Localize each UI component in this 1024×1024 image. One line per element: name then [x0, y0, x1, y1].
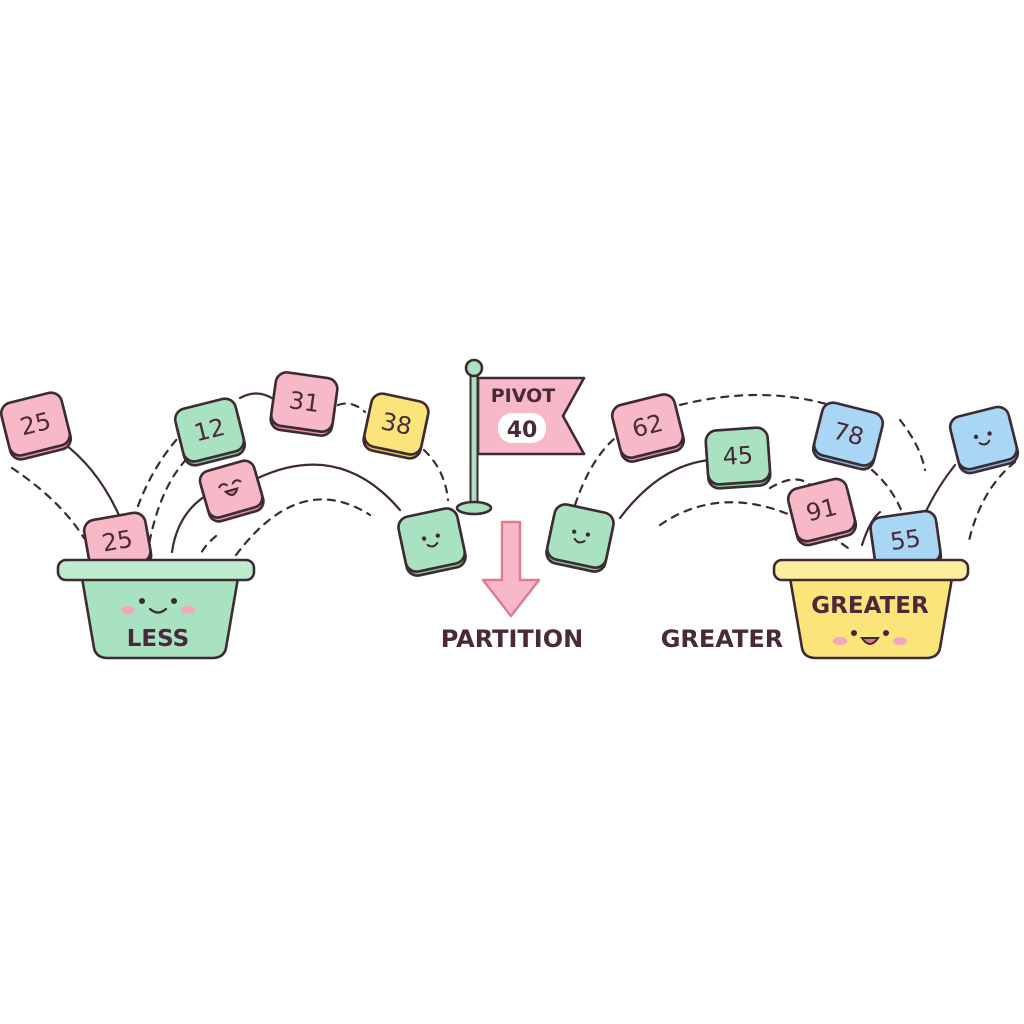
arc-9 [234, 498, 372, 557]
pivot-label: PIVOT [491, 385, 556, 407]
tile-45: 45 [704, 426, 772, 490]
less-bin-body [80, 576, 240, 660]
partition-label: PARTITION [441, 625, 583, 653]
greater-bin-face-icon [833, 630, 907, 645]
tile-78: 78 [811, 401, 885, 471]
flag-base [455, 500, 493, 516]
arc-6 [198, 534, 218, 557]
tile-smiley-blue [948, 405, 1020, 475]
laughing-face-icon [218, 479, 242, 496]
arc-20 [966, 460, 1017, 547]
arc-13 [618, 458, 712, 520]
tile-55-label: 55 [888, 524, 922, 556]
greater-bin-body [788, 576, 954, 660]
arc-8 [336, 402, 367, 414]
tile-38-label: 38 [379, 407, 415, 441]
arc-4 [146, 448, 198, 552]
greater-side-label: GREATER [661, 625, 784, 653]
less-bin-rim [56, 558, 256, 582]
pivot-value-pill [498, 413, 546, 443]
greater-bin: 55 GREATER [772, 509, 970, 660]
arc-7 [238, 392, 277, 402]
arc-21 [898, 418, 927, 472]
arc-2 [60, 440, 124, 524]
tile-38: 38 [362, 392, 430, 460]
tile-45-label: 45 [722, 441, 754, 471]
tile-91: 91 [786, 477, 858, 547]
tile-62: 62 [610, 393, 686, 463]
arc-1 [10, 466, 86, 540]
arc-10 [256, 463, 402, 512]
arc-18 [870, 468, 907, 522]
arc-11 [422, 448, 450, 502]
tile-31-label: 31 [287, 386, 321, 418]
tile-smiley-green-2 [545, 503, 615, 573]
tile-25: 25 [0, 391, 73, 461]
flag-pole-knob [464, 358, 484, 378]
tile-12: 12 [173, 397, 247, 467]
pivot-flag: PIVOT 40 [455, 358, 586, 516]
tile-laughing-pink [198, 459, 265, 523]
greater-bin-label: GREATER [811, 593, 929, 619]
arc-14 [678, 393, 832, 407]
tile-55: 55 [869, 509, 943, 575]
less-bin: 25 LESS [56, 511, 256, 660]
greater-bin-rim [772, 558, 970, 582]
tile-smiley-green-1 [397, 507, 467, 577]
tile-25-in-bin-label: 25 [100, 525, 135, 558]
pivot-value: 40 [507, 418, 538, 443]
tile-31: 31 [269, 371, 339, 437]
partition-arrow-icon [481, 520, 541, 618]
less-bin-face-icon [121, 598, 195, 614]
less-bin-label: LESS [127, 626, 189, 652]
arc-12 [573, 436, 617, 507]
